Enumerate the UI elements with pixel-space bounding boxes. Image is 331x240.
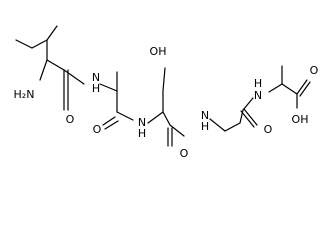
bond — [296, 79, 308, 95]
bond — [99, 83, 118, 92]
bond — [31, 39, 48, 49]
bond — [63, 69, 85, 85]
bond — [299, 81, 311, 97]
ile-ala-amide-nitrogen-label: N — [92, 71, 100, 84]
bond — [104, 120, 119, 130]
bond — [147, 111, 164, 124]
bond — [209, 118, 226, 132]
gly-ala-amide-nitrogen-label: N — [254, 89, 262, 102]
ser-gly-amide-hydrogen-label: H — [201, 120, 209, 133]
bond — [162, 111, 171, 126]
ser-hydroxyl-label: OH — [150, 45, 167, 58]
ile-carbonyl-oxygen-label: O — [66, 113, 75, 126]
atom-labels: H₂N O N H O N H OH O N H O H N O OH — [14, 45, 319, 160]
peptide-structure-diagram: H₂N O N H O N H OH O N H O H N O OH — [14, 25, 319, 160]
bond — [46, 25, 58, 41]
ile-ala-amide-hydrogen-label: H — [92, 82, 100, 95]
ala-carbonyl-oxygen-label: O — [93, 123, 102, 136]
acid-hydroxyl-label: OH — [292, 113, 309, 126]
ser-carbonyl-oxygen-label: O — [180, 147, 189, 160]
bond — [243, 108, 258, 126]
bond-lines — [15, 25, 311, 147]
bond — [102, 116, 116, 126]
bond — [224, 122, 241, 132]
gly-carbonyl-oxygen-label: O — [264, 123, 273, 136]
bond — [268, 83, 283, 93]
bond — [162, 67, 166, 92]
acid-carbonyl-oxygen-label: O — [310, 64, 319, 77]
gly-ala-amide-hydrogen-label: H — [254, 77, 262, 90]
ser-gly-amide-nitrogen-label: N — [201, 109, 209, 122]
bond — [39, 59, 48, 81]
ala-ser-amide-hydrogen-label: H — [138, 127, 146, 140]
bond — [242, 97, 254, 111]
bond — [15, 39, 33, 49]
amine-label: H₂N — [14, 88, 35, 101]
bond — [240, 110, 255, 128]
bond — [169, 124, 185, 137]
ala-ser-amide-nitrogen-label: N — [138, 116, 146, 129]
bond — [46, 59, 65, 71]
bond — [281, 83, 298, 95]
bond — [116, 111, 134, 121]
